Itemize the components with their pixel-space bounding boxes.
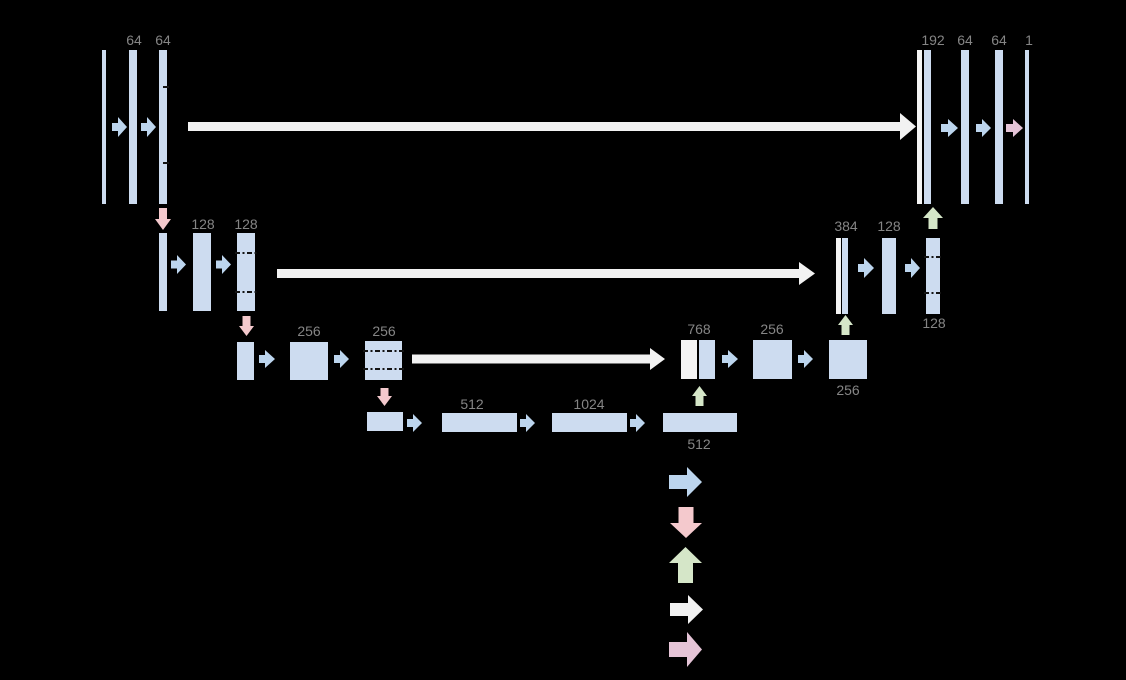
dec3-copied-bar (681, 340, 697, 379)
enc3-maxpool-arrow (377, 388, 392, 406)
enc1-conv-arrow-1 (112, 117, 127, 137)
legend-conv-arrow (669, 467, 702, 497)
dec1-conv-arrow-1 (941, 119, 958, 137)
dec1-copied-bar (917, 50, 922, 204)
enc4-pool-bar (367, 412, 403, 431)
enc3-conv2-bar (365, 341, 402, 380)
bottleneck-conv2-bar (552, 413, 627, 432)
channel-label: 64 (126, 32, 142, 48)
copy-crop-arrow-2 (277, 262, 815, 285)
dec3-conv-arrow-1 (722, 350, 738, 368)
enc3-conv-arrow-1 (259, 350, 275, 368)
enc2-crop-mark-top (235, 252, 257, 254)
channel-label: 128 (234, 216, 258, 232)
enc1-crop-tick-top (163, 86, 169, 88)
dec3-upconv-bar (699, 340, 715, 379)
channel-label: 1024 (573, 396, 605, 412)
channel-label: 256 (836, 382, 860, 398)
enc2-pool-bar (159, 233, 167, 311)
enc1-conv1-bar (129, 50, 137, 204)
bottleneck-conv-arrow-2 (520, 414, 535, 432)
dec2-upconv-arrow (838, 315, 853, 335)
dec1-conv2-bar (995, 50, 1003, 204)
output-map-bar (1025, 50, 1029, 204)
legend-conv1x1-arrow (669, 632, 702, 667)
channel-label: 128 (877, 218, 901, 234)
copy-crop-arrow-1 (188, 113, 916, 140)
enc2-crop-mark-bottom (235, 291, 257, 293)
enc2-conv1-bar (193, 233, 211, 311)
channel-label: 128 (191, 216, 215, 232)
enc1-crop-tick-bottom (163, 162, 169, 164)
channel-label: 384 (834, 218, 858, 234)
dec2-conv-arrow-1 (858, 258, 874, 278)
dec2-upconv-bar (842, 238, 848, 314)
dec1-conv-arrow-2 (976, 119, 991, 137)
dec2-conv2-bar (926, 238, 940, 314)
copy-crop-arrow-3 (412, 348, 665, 370)
channel-label: 256 (372, 323, 396, 339)
dec2-crop-mark-top (924, 256, 942, 258)
enc3-crop-mark-bottom (363, 368, 404, 370)
enc1-maxpool-arrow (155, 208, 171, 230)
enc2-conv-arrow-2 (216, 255, 231, 274)
bottleneck-conv1-bar (442, 413, 517, 432)
enc2-maxpool-arrow (239, 316, 254, 336)
channel-label: 512 (460, 396, 484, 412)
dec1-upconv-arrow (923, 207, 943, 229)
dec3-conv-arrow-2 (798, 350, 813, 368)
channel-label: 512 (687, 436, 711, 452)
dec2-conv-arrow-2 (905, 258, 920, 278)
enc3-crop-mark-top (363, 350, 404, 352)
dec2-crop-mark-bottom (924, 292, 942, 294)
legend-maxpool-arrow (670, 507, 702, 538)
enc3-pool-bar (237, 342, 254, 380)
legend-copy-arrow (670, 595, 703, 624)
bottleneck-conv-arrow-1 (407, 414, 422, 432)
dec2-copied-bar (836, 238, 841, 314)
channel-label: 768 (687, 321, 711, 337)
enc1-conv-arrow-2 (141, 117, 156, 137)
bottleneck-out-bar (663, 413, 737, 432)
channel-label: 64 (155, 32, 171, 48)
dec2-conv1-bar (882, 238, 896, 314)
dec3-conv1-bar (753, 340, 792, 379)
dec1-upconv-bar (924, 50, 931, 204)
channel-label: 256 (760, 321, 784, 337)
legend-upconv-arrow (669, 547, 702, 583)
channel-label: 192 (921, 32, 945, 48)
enc1-conv2-bar (159, 50, 167, 204)
enc3-conv1-bar (290, 342, 328, 380)
dec3-upconv-arrow (692, 386, 707, 406)
dec1-conv1-bar (961, 50, 969, 204)
dec3-conv2-bar (829, 340, 867, 379)
bottleneck-conv-arrow-3 (630, 414, 645, 432)
enc2-conv2-bar (237, 233, 255, 311)
conv1x1-arrow (1006, 119, 1023, 137)
channel-label: 128 (922, 315, 946, 331)
channel-label: 64 (957, 32, 973, 48)
enc3-conv-arrow-2 (334, 350, 349, 368)
input-image-bar (102, 50, 106, 204)
channel-label: 64 (991, 32, 1007, 48)
enc2-conv-arrow-1 (171, 255, 186, 274)
channel-label: 1 (1025, 32, 1033, 48)
channel-label: 256 (297, 323, 321, 339)
